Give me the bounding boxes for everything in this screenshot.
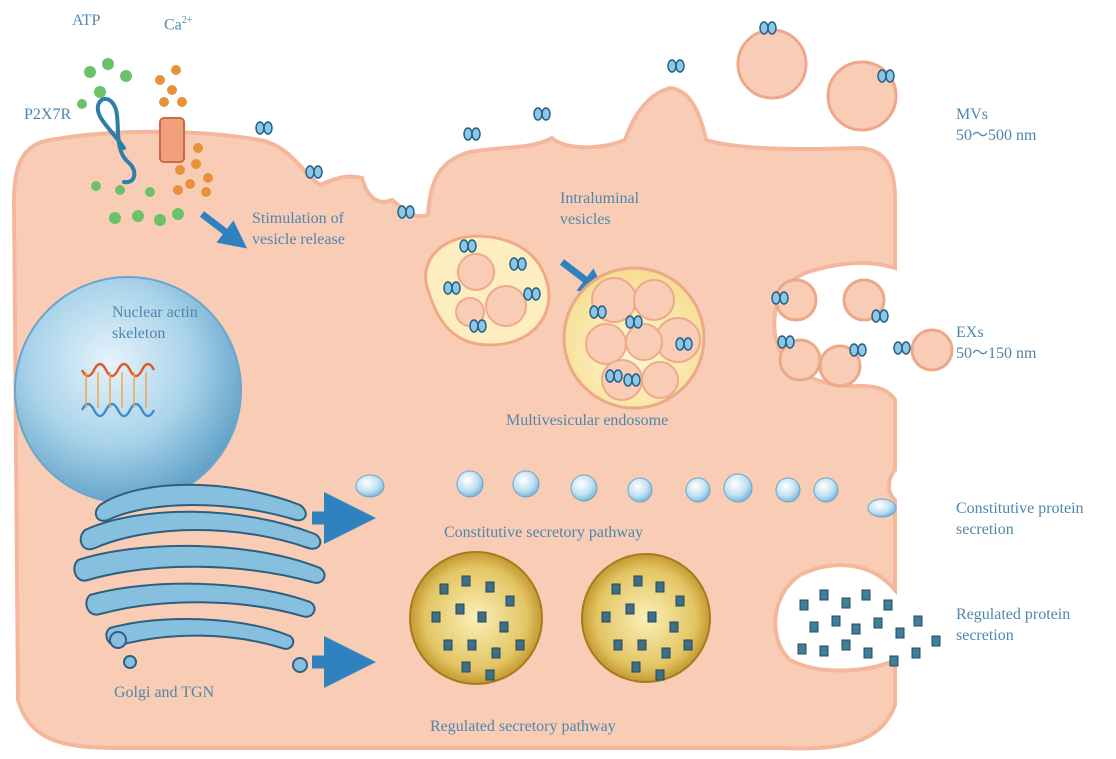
calcium-channel	[160, 118, 184, 162]
regulated-secretion-label: Regulated protein secretion	[956, 604, 1070, 646]
mv-vesicle	[738, 30, 806, 98]
p2x7r-label: P2X7R	[24, 104, 71, 125]
secretory-granule	[410, 552, 542, 684]
stimulation-label: Stimulation of vesicle release	[252, 208, 345, 250]
calcium-label: Ca2+	[164, 10, 192, 35]
regulated-pathway-label: Regulated secretory pathway	[430, 716, 616, 737]
calcium-label-base: Ca	[164, 16, 182, 33]
nuclear-actin-label-line1: Nuclear actin	[112, 302, 198, 323]
constitutive-pathway-label: Constitutive secretory pathway	[444, 522, 643, 543]
exs-label-line1: EXs	[956, 322, 1036, 343]
intraluminal-label-line1: Intraluminal	[560, 188, 639, 209]
exosomes	[776, 280, 952, 386]
mvs-label-line1: MVs	[956, 104, 1036, 125]
regulated-secretion-label-line1: Regulated protein	[956, 604, 1070, 625]
intraluminal-label-line2: vesicles	[560, 209, 639, 230]
golgi-label: Golgi and TGN	[114, 682, 214, 703]
secretory-granule	[582, 554, 710, 682]
mvs-label-line2: 50～500 nm	[956, 125, 1036, 146]
mvs-label: MVs 50～500 nm	[956, 104, 1036, 146]
nuclear-actin-label-line2: skeleton	[112, 323, 198, 344]
calcium-label-charge: 2+	[182, 15, 193, 26]
released-cargo	[798, 590, 940, 666]
exs-label-line2: 50～150 nm	[956, 343, 1036, 364]
stimulation-label-line2: vesicle release	[252, 229, 345, 250]
multivesicular-endosome-label: Multivesicular endosome	[506, 410, 668, 431]
exs-label: EXs 50～150 nm	[956, 322, 1036, 364]
regulated-secretion-label-line2: secretion	[956, 625, 1070, 646]
constitutive-secretion-label-line2: secretion	[956, 519, 1084, 540]
intraluminal-label: Intraluminal vesicles	[560, 188, 639, 230]
constitutive-secretion-label: Constitutive protein secretion	[956, 498, 1084, 540]
nuclear-actin-label: Nuclear actin skeleton	[112, 302, 198, 344]
constitutive-secretion-label-line1: Constitutive protein	[956, 498, 1084, 519]
stimulation-label-line1: Stimulation of	[252, 208, 345, 229]
atp-label: ATP	[72, 10, 100, 31]
